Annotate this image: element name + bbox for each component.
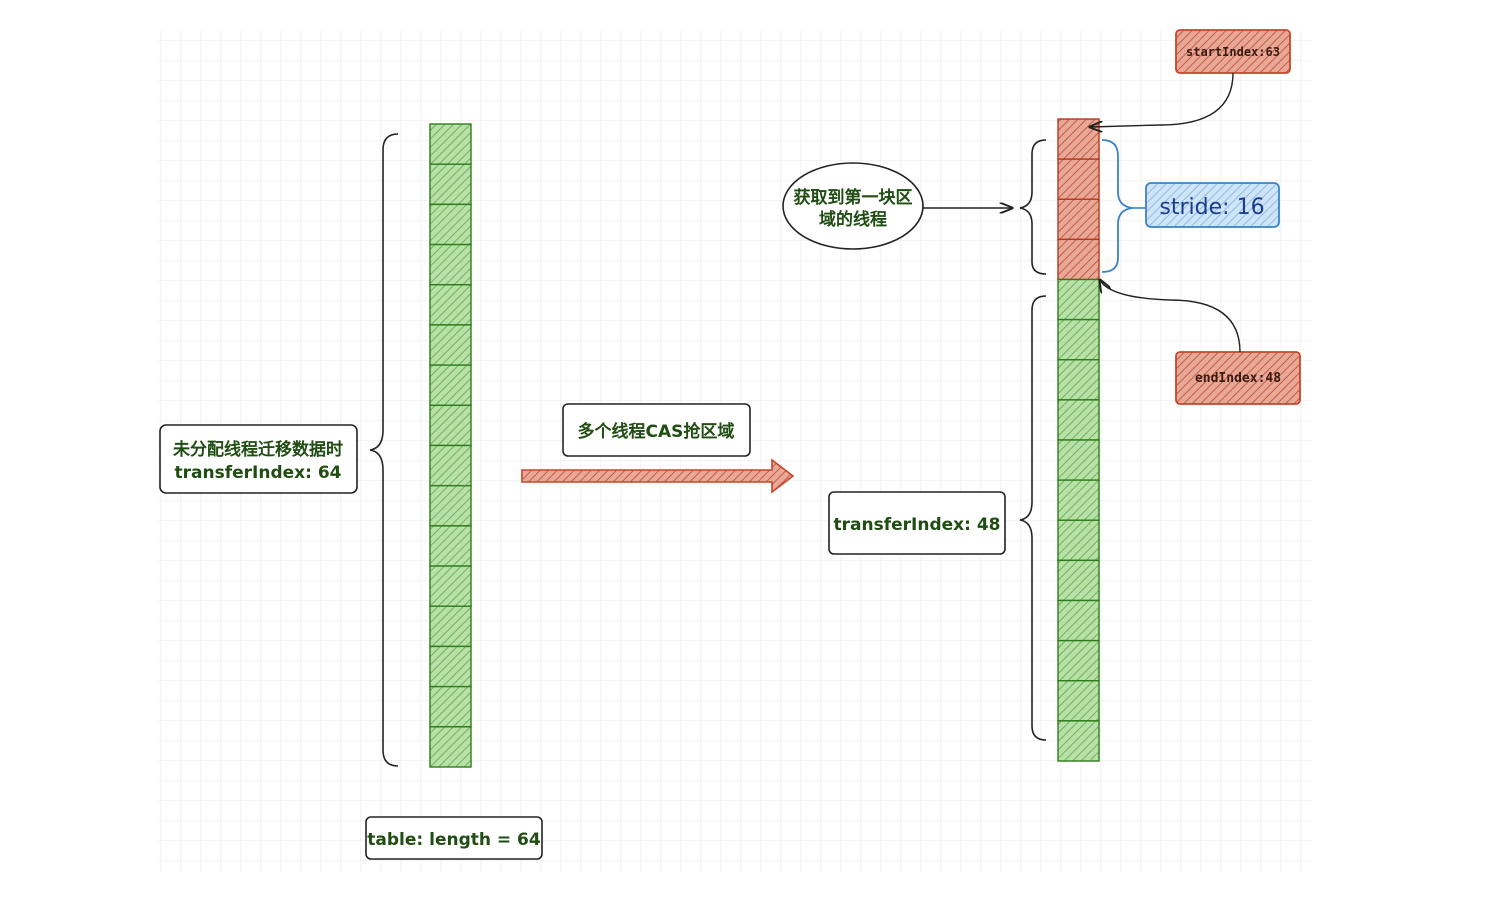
table-length-label: table: length = 64 — [367, 830, 541, 850]
transfer-index-48-box: transferIndex: 48 — [828, 491, 1006, 555]
right-table-cell — [1057, 318, 1100, 361]
left-table-cell — [429, 404, 472, 447]
first-thread-ellipse: 获取到第一块区 域的线程 — [782, 162, 924, 250]
unassigned-label-box: 未分配线程迁移数据时 transferIndex: 64 — [159, 424, 358, 494]
unassigned-label-line2: transferIndex: 64 — [175, 463, 342, 483]
left-table-cell — [429, 203, 472, 246]
transfer-index-48-label: transferIndex: 48 — [834, 515, 1001, 535]
right-table-cell — [1057, 680, 1100, 722]
right-table-claimed-cell — [1057, 238, 1100, 281]
left-table-cell — [429, 364, 472, 407]
remaining-brace — [1019, 295, 1047, 741]
start-index-box: startIndex:63 — [1175, 29, 1291, 74]
right-table-cell — [1057, 278, 1100, 321]
right-table-claimed-cell — [1057, 158, 1100, 200]
left-table-cell — [429, 525, 472, 567]
first-thread-line1: 获取到第一块区 — [794, 187, 913, 208]
left-table-cell — [429, 565, 472, 607]
left-table-cell — [429, 645, 472, 688]
left-table-cell — [429, 484, 472, 527]
right-table-cell — [1057, 720, 1100, 762]
right-table-cell — [1057, 599, 1100, 642]
right-table-claimed-cell — [1057, 198, 1100, 241]
end-index-box: endIndex:48 — [1175, 351, 1301, 405]
left-table-cell — [429, 444, 472, 487]
end-index-pointer — [1100, 280, 1241, 353]
right-table-cell — [1057, 519, 1100, 562]
stride-box: stride: 16 — [1145, 182, 1280, 228]
left-brace — [369, 133, 399, 767]
left-table-column — [429, 123, 472, 768]
right-table-claimed-cell — [1057, 118, 1100, 160]
start-index-pointer — [1090, 72, 1234, 127]
left-table-cell — [429, 605, 472, 648]
right-table-column — [1057, 118, 1100, 762]
left-table-cell — [429, 324, 472, 366]
right-table-cell — [1057, 639, 1100, 682]
left-table-cell — [429, 284, 472, 326]
first-thread-line2: 域的线程 — [819, 209, 887, 230]
cas-arrow — [521, 458, 795, 494]
unassigned-label-line1: 未分配线程迁移数据时 — [172, 439, 343, 460]
end-index-label: endIndex:48 — [1195, 371, 1281, 386]
right-table-cell — [1057, 399, 1100, 441]
table-length-box: table: length = 64 — [365, 816, 543, 860]
right-table-cell — [1057, 439, 1100, 481]
right-table-cell — [1057, 479, 1100, 521]
left-table-cell — [429, 163, 472, 206]
start-index-label: startIndex:63 — [1186, 45, 1280, 59]
cas-arrow-label: 多个线程CAS抢区域 — [578, 421, 735, 442]
right-table-cell — [1057, 559, 1100, 602]
left-table-cell — [429, 685, 472, 728]
left-table-cell — [429, 123, 472, 165]
left-table-cell — [429, 243, 472, 286]
right-table-cell — [1057, 359, 1100, 401]
left-table-cell — [429, 726, 472, 768]
claimed-brace-left — [1019, 139, 1047, 275]
stride-label: stride: 16 — [1159, 195, 1264, 220]
cas-arrow-group: 多个线程CAS抢区域 — [521, 403, 795, 494]
